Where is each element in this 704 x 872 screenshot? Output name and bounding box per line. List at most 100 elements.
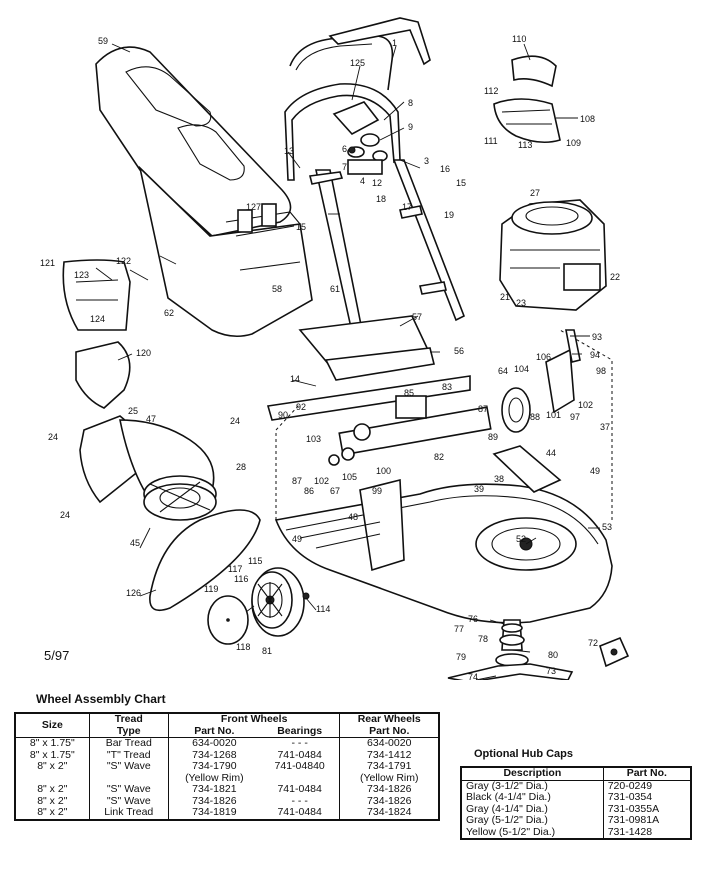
callout-label: 25 bbox=[128, 406, 138, 416]
callout-label: 92 bbox=[296, 402, 306, 412]
callout-label: 38 bbox=[494, 474, 504, 484]
callout-label: 87 bbox=[478, 404, 488, 414]
callout-label: 100 bbox=[376, 466, 391, 476]
callout-label: 123 bbox=[74, 270, 89, 280]
callout-label: 39 bbox=[474, 484, 484, 494]
callout-label: 102 bbox=[314, 476, 329, 486]
callout-label: 47 bbox=[146, 414, 156, 424]
callout-label: 17 bbox=[402, 202, 412, 212]
cell-rear-part: 734-1412 bbox=[339, 749, 439, 761]
callout-label: 93 bbox=[592, 332, 602, 342]
table-row: (Yellow Rim) (Yellow Rim) bbox=[15, 772, 439, 784]
callout-label: 106 bbox=[536, 352, 551, 362]
cell-description: Gray (4-1/4" Dia.) bbox=[466, 802, 548, 815]
col-rear-part: Part No. bbox=[339, 725, 439, 738]
table-row: Gray (5-1/2" Dia.) 731-0981A bbox=[461, 814, 691, 827]
cell-part-no: 731-0355A bbox=[602, 803, 691, 815]
callout-label: 86 bbox=[304, 486, 314, 496]
callout-label: 21 bbox=[500, 292, 510, 302]
callout-label: 67 bbox=[330, 486, 340, 496]
callout-label: 6 bbox=[342, 144, 347, 154]
col-description: Description bbox=[461, 767, 604, 781]
callout-label: 120 bbox=[136, 348, 151, 358]
table-row: 8" x 2" "S" Wave 734-1821 741-0484 734-1… bbox=[15, 783, 439, 796]
callout-label: 98 bbox=[596, 366, 606, 376]
callout-label: 102 bbox=[578, 400, 593, 410]
callout-label: 9 bbox=[408, 122, 413, 132]
cell-size: 8" x 1.75" bbox=[29, 748, 75, 761]
table-row: Black (4-1/4" Dia.) 731-0354 bbox=[461, 791, 691, 804]
cell-size: 8" x 2" bbox=[37, 806, 68, 818]
hub-caps-title: Optional Hub Caps bbox=[474, 748, 573, 760]
cell-bearings: 741-04840 bbox=[274, 760, 325, 772]
lower-handle bbox=[309, 159, 466, 333]
cell-part-no: 720-0249 bbox=[602, 780, 691, 792]
hubcap bbox=[226, 618, 230, 622]
cell-bearings: - - - bbox=[291, 737, 308, 749]
wheel-assembly bbox=[207, 567, 310, 645]
cell-front-part: 634-0020 bbox=[167, 737, 260, 750]
cell-tread: "S" Wave bbox=[88, 783, 169, 796]
blade-assembly bbox=[447, 619, 630, 680]
callout-label: 103 bbox=[306, 434, 321, 444]
callout-label: 59 bbox=[98, 36, 108, 46]
cell-description: Black (4-1/4" Dia.) bbox=[466, 791, 551, 803]
cell-bearings: 741-0484 bbox=[277, 748, 322, 761]
callout-label: 112 bbox=[484, 86, 498, 96]
callout-label: 24 bbox=[230, 416, 240, 426]
cell-front-part: 734-1790 bbox=[167, 760, 260, 773]
rear-guard bbox=[493, 55, 561, 144]
callout-label: 27 bbox=[530, 188, 540, 198]
callout-label: 127 bbox=[246, 202, 261, 212]
cell-front-part: (Yellow Rim) bbox=[167, 772, 260, 784]
callout-label: 14 bbox=[290, 374, 300, 384]
callout-label: 53 bbox=[602, 522, 612, 532]
cell-size: 8" x 2" bbox=[37, 783, 68, 795]
leader-lines bbox=[95, 43, 600, 680]
cell-front-part: 734-1821 bbox=[167, 783, 260, 796]
callout-label: 89 bbox=[488, 432, 498, 442]
callout-label: 81 bbox=[262, 646, 272, 656]
callout-label: 111 bbox=[484, 136, 498, 146]
cell-bearings: 741-0484 bbox=[277, 783, 322, 795]
handle-controls bbox=[332, 101, 388, 175]
callout-label: 37 bbox=[600, 422, 610, 432]
cell-tread bbox=[88, 772, 169, 784]
callout-label: 56 bbox=[454, 346, 464, 356]
callout-label: 119 bbox=[204, 584, 218, 594]
table-row: 8" x 2" "S" Wave 734-1790 741-04840 734-… bbox=[15, 760, 439, 773]
mulch-plug bbox=[143, 475, 217, 521]
cell-tread: "S" Wave bbox=[88, 760, 169, 773]
cell-description: Gray (5-1/2" Dia.) bbox=[466, 814, 548, 826]
date-code: 5/97 bbox=[44, 648, 70, 663]
callout-label: 82 bbox=[434, 452, 444, 462]
callout-label: 16 bbox=[440, 164, 450, 174]
callout-label: 83 bbox=[442, 382, 452, 392]
col-bearings: Bearings bbox=[259, 725, 340, 738]
hub-caps-table: Description Part No. Gray (3-1/2" Dia.) … bbox=[460, 766, 692, 840]
cell-part-no: 731-1428 bbox=[602, 826, 691, 839]
table-row: 8" x 2" Link Tread 734-1819 741-0484 734… bbox=[15, 806, 439, 820]
callout-label: 57 bbox=[412, 312, 422, 322]
callout-label: 126 bbox=[126, 588, 141, 598]
callout-label: 121 bbox=[40, 258, 55, 268]
cell-rear-part: (Yellow Rim) bbox=[339, 772, 439, 784]
callout-label: 88 bbox=[530, 412, 540, 422]
col-tread-type: Type bbox=[88, 725, 169, 738]
rear-flap bbox=[266, 315, 471, 421]
callout-label: 19 bbox=[444, 210, 454, 220]
table-row: 8" x 1.75" "T" Tread 734-1268 741-0484 7… bbox=[15, 748, 439, 761]
callout-label: 64 bbox=[498, 366, 508, 376]
callout-label: 15 bbox=[456, 178, 466, 188]
callout-label: 87 bbox=[292, 476, 302, 486]
wheel-assembly-table: Size Tread Front Wheels Rear Wheels Type… bbox=[14, 712, 440, 821]
callout-label: 97 bbox=[570, 412, 580, 422]
front-wheels-header: Front Wheels bbox=[167, 713, 340, 726]
callout-label: 58 bbox=[272, 284, 282, 294]
callout-label: 44 bbox=[546, 448, 556, 458]
cell-size: 8" x 2" bbox=[37, 760, 68, 772]
col-size: Size bbox=[15, 713, 90, 738]
cell-bearings: 741-0484 bbox=[277, 806, 322, 818]
callout-label: 49 bbox=[590, 466, 600, 476]
callout-label: 76 bbox=[468, 614, 478, 624]
